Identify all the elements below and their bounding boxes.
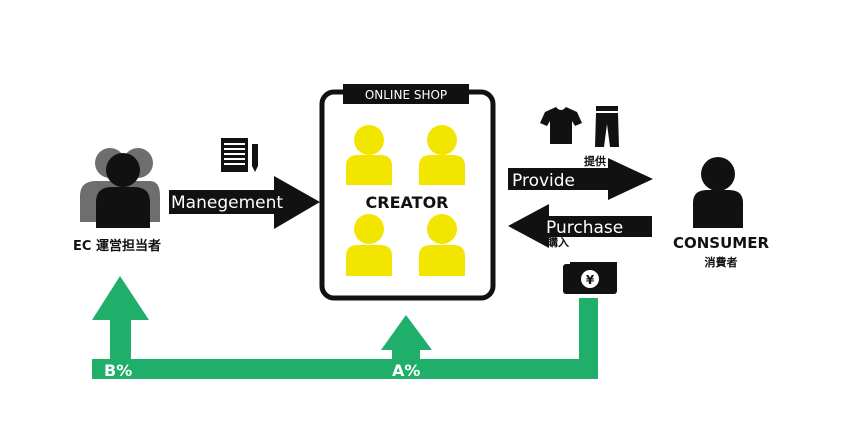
management-arrow: Manegement xyxy=(169,176,320,229)
online-shop: ONLINE SHOP CREATOR xyxy=(319,84,496,301)
document-pen-icon xyxy=(221,138,258,172)
yen-symbol: ¥ xyxy=(586,273,595,287)
online-shop-tag-bg xyxy=(343,84,469,104)
consumer-sublabel: 消費者 xyxy=(705,255,738,269)
yen-banknote-icon: ¥ xyxy=(563,262,617,294)
purchase-sub-label: 購入 xyxy=(546,235,569,249)
creator-person-icon xyxy=(419,125,465,185)
revenue-flow: B% A% xyxy=(92,276,598,380)
person-icon xyxy=(693,157,743,228)
creator-person-icon xyxy=(346,214,392,276)
two-people-icon xyxy=(80,148,160,228)
flow-arrow-to-shop xyxy=(381,315,432,368)
provide-arrow: Provide xyxy=(508,158,653,200)
provide-arrow-label: Provide xyxy=(512,171,575,191)
consumer-label: CONSUMER xyxy=(673,234,769,252)
flow-bottom-band xyxy=(92,359,598,379)
flow-share-a: A% xyxy=(392,361,420,380)
creator-label: CREATOR xyxy=(366,193,449,212)
creator-person-icon xyxy=(419,214,465,276)
flow-share-b: B% xyxy=(104,361,132,380)
creator-person-icon xyxy=(346,125,392,185)
purchase-arrow-label: Purchase xyxy=(546,218,623,238)
ec-manager-label: EC 運営担当者 xyxy=(73,238,161,254)
online-shop-tag: ONLINE SHOP xyxy=(365,88,447,102)
flow-right-riser xyxy=(579,298,598,379)
consumer: CONSUMER 消費者 xyxy=(673,157,769,269)
purchase-arrow: Purchase xyxy=(508,204,652,248)
pants-icon xyxy=(595,106,619,147)
ec-manager: EC 運営担当者 xyxy=(73,148,161,254)
tshirt-icon xyxy=(540,107,582,144)
provide-sub-label: 提供 xyxy=(584,154,606,168)
flow-arrow-to-ec-manager xyxy=(92,276,149,368)
management-arrow-label: Manegement xyxy=(171,193,283,213)
